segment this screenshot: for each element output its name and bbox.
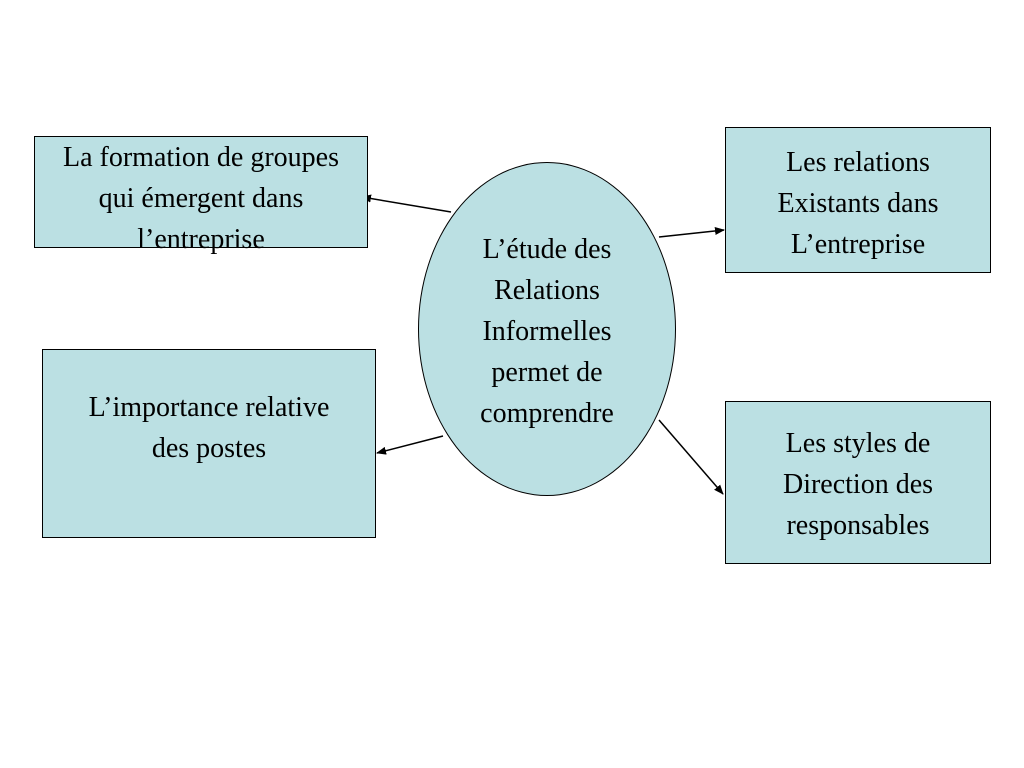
center-text-line: Relations	[494, 275, 600, 306]
center-text-line: Informelles	[482, 316, 612, 347]
node-text-line: qui émergent dans	[98, 183, 304, 214]
node-text-line: Existants dans	[777, 188, 939, 219]
node-text-line: La formation de groupes	[62, 142, 340, 173]
node-text-line: responsables	[786, 510, 930, 541]
center-node-informal-relations: L’étude des Relations Informelles permet…	[418, 162, 676, 496]
center-text-line: L’étude des	[482, 234, 612, 265]
arrow-to-top-right	[658, 226, 725, 238]
arrow-to-top-left	[361, 194, 452, 213]
node-text-line: des postes	[151, 433, 267, 464]
node-text-line: L’entreprise	[790, 229, 926, 260]
node-text-line: Direction des	[782, 469, 934, 500]
node-text-line: Les relations	[786, 147, 930, 178]
node-management-styles: Les styles de Direction des responsables	[725, 401, 991, 564]
arrow-to-bottom-left	[376, 435, 444, 455]
center-text-line: permet de	[491, 357, 603, 388]
node-existing-relations: Les relations Existants dans L’entrepris…	[725, 127, 991, 273]
node-group-formation: La formation de groupes qui émergent dan…	[34, 136, 368, 255]
node-text-line: Les styles de	[785, 428, 931, 459]
center-text-line: comprendre	[480, 398, 614, 429]
node-text-line: l’entreprise	[137, 224, 265, 255]
node-text-line: L’importance relative	[88, 392, 330, 423]
node-relative-importance: L’importance relative des postes	[42, 349, 376, 538]
arrow-to-bottom-right	[658, 419, 724, 495]
